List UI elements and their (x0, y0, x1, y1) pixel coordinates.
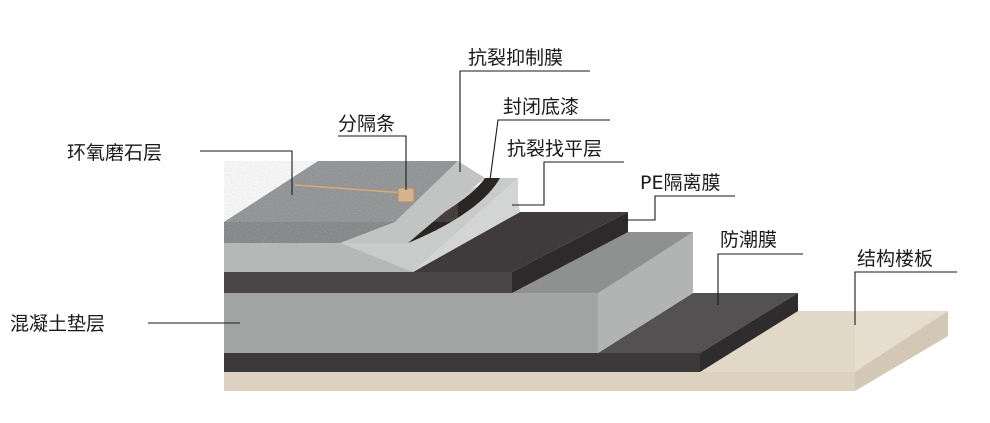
pe-isolation-side (512, 212, 628, 293)
terrazzo-front-texture (224, 222, 395, 243)
leveling-fill (224, 243, 413, 272)
label-sealing-primer: 封闭底漆 (503, 96, 579, 118)
divider-strip-line (294, 184, 406, 194)
label-concrete-cushion: 混凝土垫层 (10, 313, 105, 335)
leader-moisture-barrier (717, 253, 803, 305)
epoxy-terrazzo-layer (224, 161, 485, 243)
moisture-barrier-front (224, 353, 700, 372)
pe-isolation-top (413, 212, 628, 272)
leader-pe-isolation (625, 195, 735, 221)
concrete-cushion-front (224, 293, 598, 353)
structural-slab-layer (224, 311, 948, 391)
leveling-side (413, 178, 520, 272)
label-structural-slab: 结构楼板 (857, 248, 933, 270)
structural-slab-side (855, 311, 948, 391)
label-anti-crack-membrane: 抗裂抑制膜 (468, 47, 563, 69)
leader-sealing-primer (489, 119, 610, 181)
moisture-barrier-side (700, 293, 798, 372)
leader-epoxy-terrazzo (200, 150, 293, 195)
label-anti-crack-leveling: 抗裂找平层 (507, 138, 602, 160)
labels: 抗裂抑制膜 封闭底漆 分隔条 环氧磨石层 抗裂找平层 PE隔离膜 防潮膜 结构楼… (10, 47, 933, 335)
concrete-cushion-layer (224, 232, 693, 353)
moisture-barrier-layer (224, 293, 798, 372)
leader-anti-crack-membrane (459, 70, 590, 172)
anti-crack-membrane-cap (340, 161, 485, 243)
concrete-cushion-side (598, 232, 693, 353)
pe-isolation-front (224, 272, 512, 293)
divider-strip-block (397, 187, 415, 203)
leader-anti-crack-leveling (512, 161, 624, 206)
label-moisture-barrier: 防潮膜 (720, 229, 777, 251)
label-pe-isolation: PE隔离膜 (640, 172, 720, 194)
label-divider-strip: 分隔条 (338, 113, 395, 135)
structural-slab-fill (695, 311, 855, 372)
moisture-barrier-top (598, 293, 798, 353)
label-epoxy-terrazzo: 环氧磨石层 (67, 142, 162, 164)
terrazzo-top-texture (224, 161, 458, 222)
divider-strip (294, 184, 415, 203)
pe-isolation-layer (224, 212, 628, 293)
leader-divider-strip (338, 135, 407, 190)
leader-lines (148, 70, 957, 325)
leader-structural-slab (854, 271, 957, 325)
structural-slab-front (224, 372, 855, 391)
